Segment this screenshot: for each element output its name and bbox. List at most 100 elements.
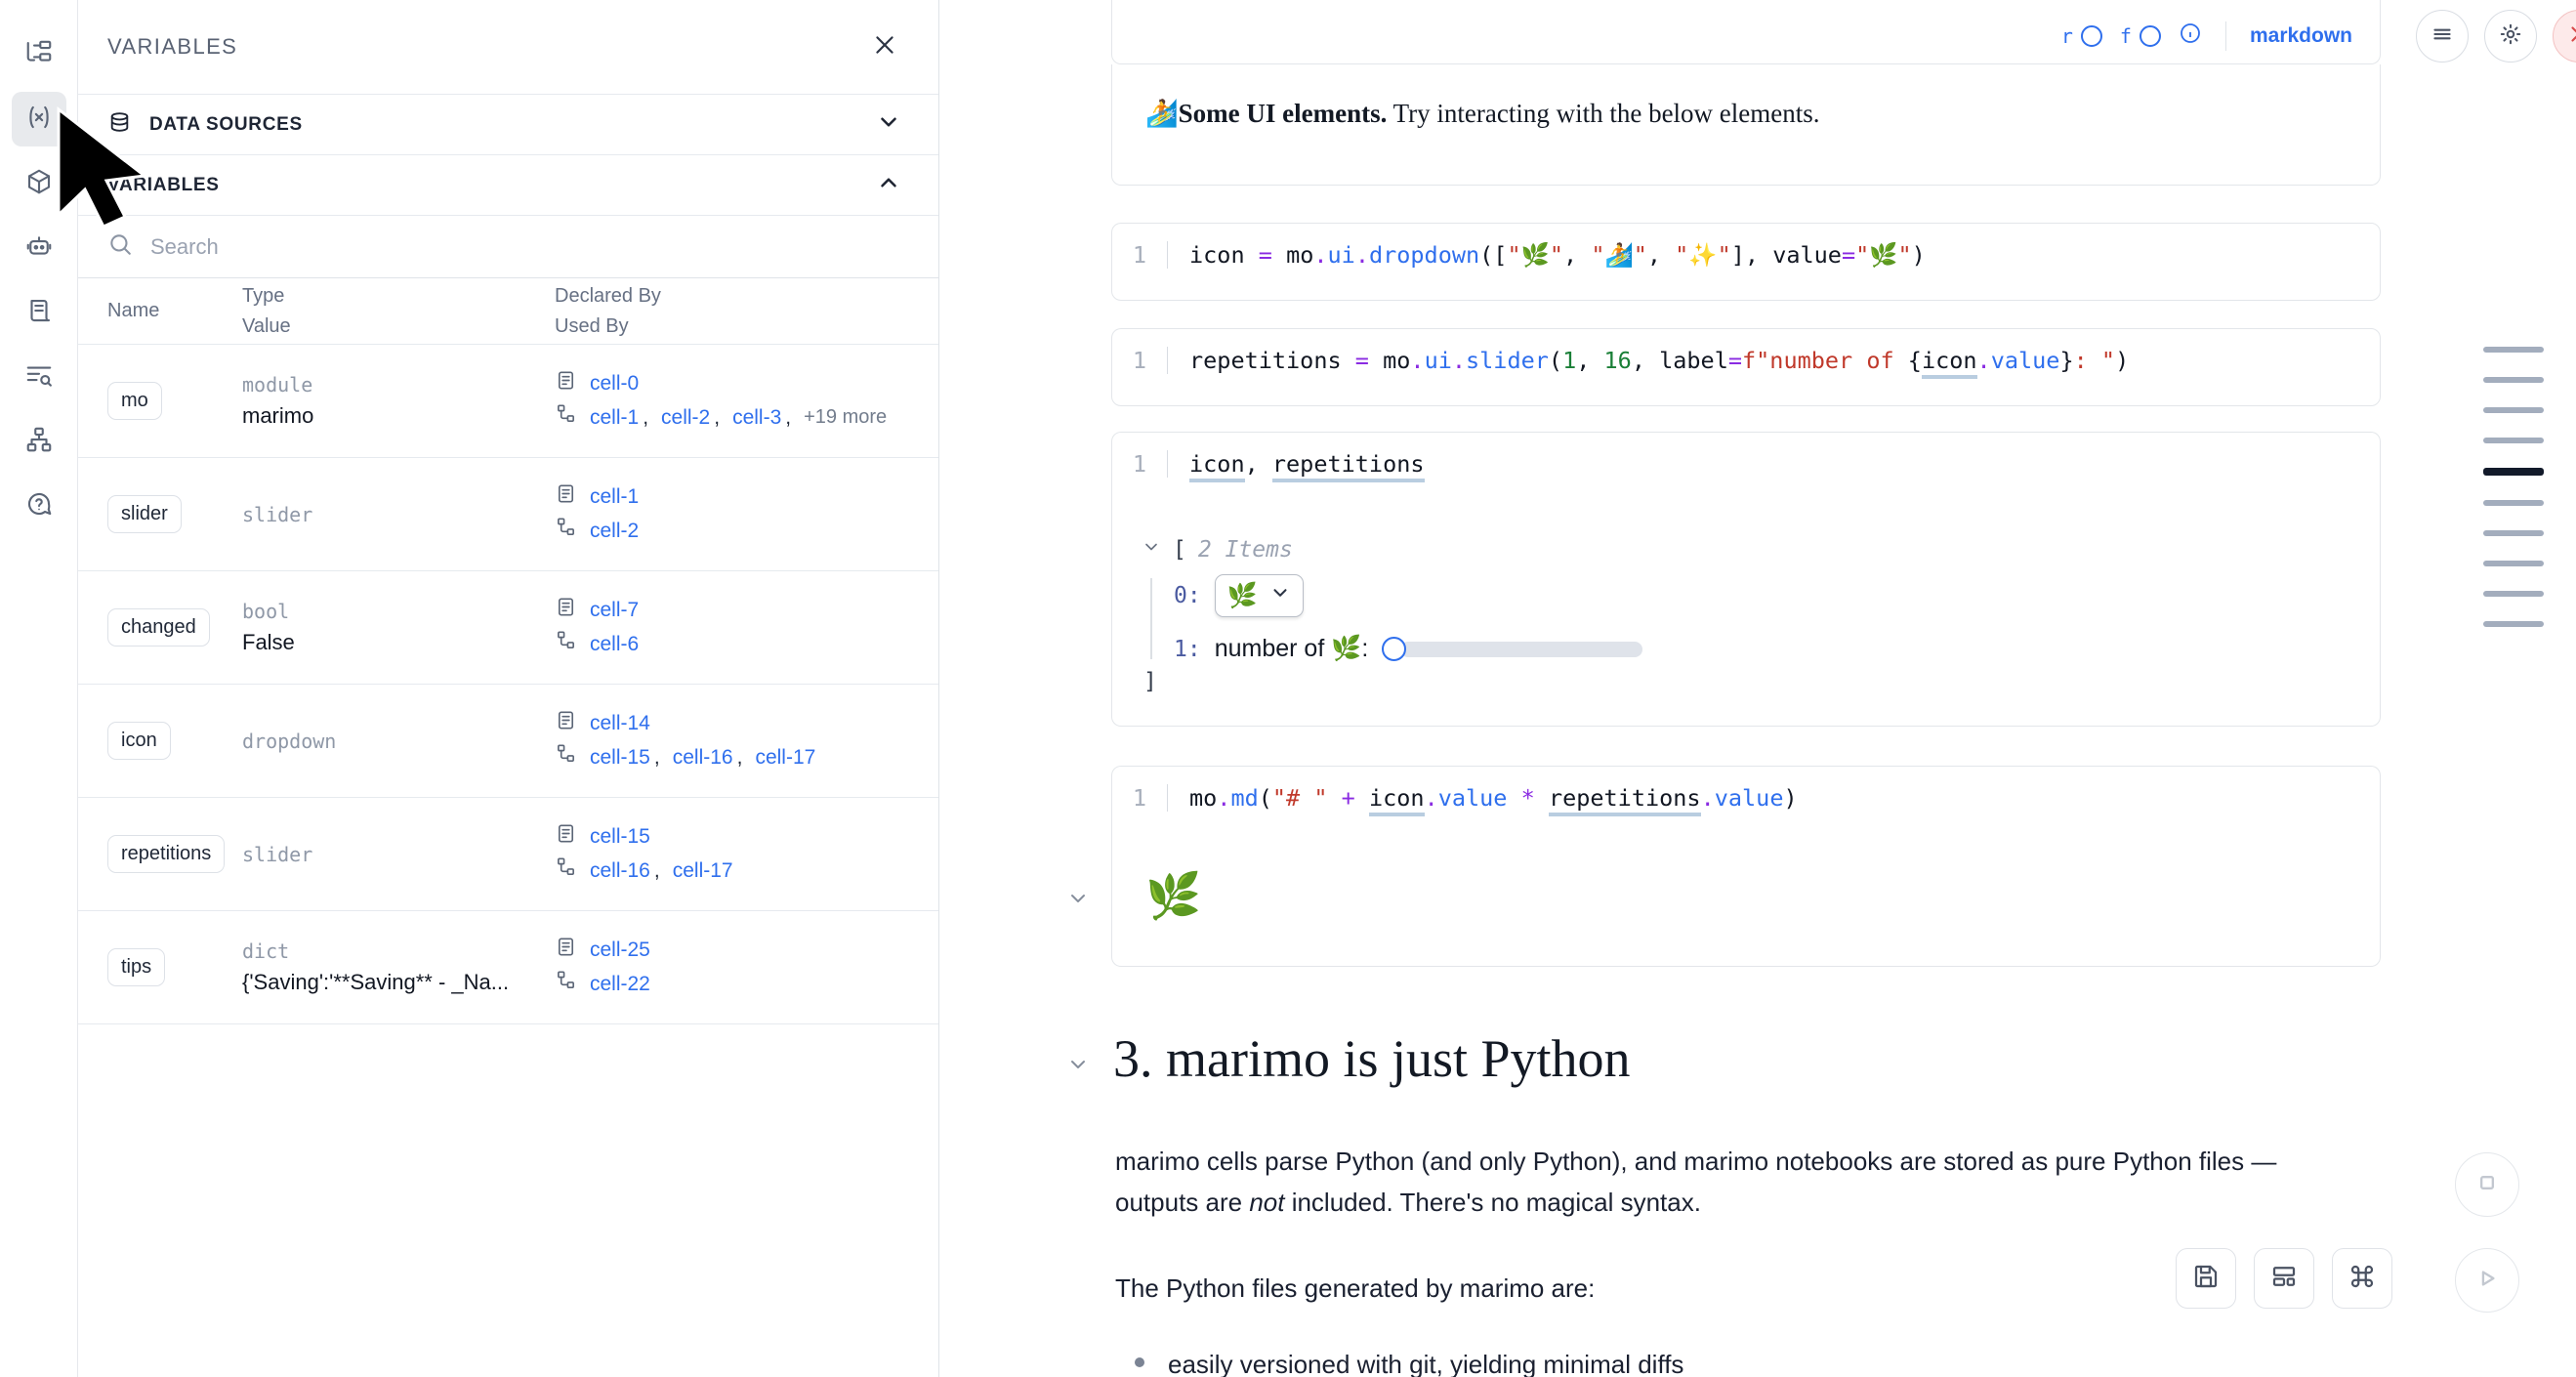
code-cell-dropdown[interactable]: 1 icon = mo.ui.dropdown(["🌿", "🏄", "✨"],…: [1111, 223, 2381, 301]
code-cell-tuple[interactable]: 1 icon, repetitions: [1111, 432, 2381, 510]
panel-header: VARIABLES: [78, 0, 938, 94]
variable-name-pill: repetitions: [107, 835, 226, 873]
separator: ,: [736, 745, 743, 769]
variable-value: False: [242, 630, 295, 654]
sidebar-item-logs[interactable]: [12, 285, 66, 340]
page-title: 3. marimo is just Python: [1113, 1029, 1631, 1088]
menu-icon: [2430, 21, 2455, 52]
minimap-mark[interactable]: [2483, 591, 2544, 597]
cell-link[interactable]: cell-1: [590, 405, 640, 429]
sidebar-item-variables[interactable]: [11, 92, 66, 146]
cell-link[interactable]: cell-15: [590, 745, 650, 769]
cell-language-label[interactable]: markdown: [2249, 23, 2352, 47]
slider-control[interactable]: [1382, 637, 1643, 661]
minimap-mark[interactable]: [2483, 561, 2544, 566]
command-palette-button[interactable]: [2332, 1248, 2392, 1309]
run-button[interactable]: [2455, 1248, 2519, 1313]
layout-button[interactable]: [2254, 1248, 2314, 1309]
format-shortcut-badge[interactable]: f: [2120, 24, 2161, 48]
save-button[interactable]: [2176, 1248, 2236, 1309]
section-variables[interactable]: VARIABLES: [78, 154, 938, 215]
entry-index: 0:: [1174, 583, 1201, 608]
cell-link[interactable]: cell-15: [590, 825, 650, 849]
chevron-down-icon: [876, 109, 901, 140]
dropdown-select[interactable]: 🌿: [1214, 574, 1304, 617]
delete-cell-button[interactable]: [2553, 10, 2576, 63]
markdown-output: 🏄Some UI elements. Try interacting with …: [1111, 64, 2381, 186]
cell-link[interactable]: cell-1: [590, 485, 640, 509]
slider-thumb[interactable]: [1382, 637, 1407, 661]
command-icon: [2347, 1262, 2377, 1296]
cell-link[interactable]: cell-3: [732, 405, 782, 429]
top-cell-code[interactable]: 1 """🏄 Some UI elements.""" Try interact…: [1111, 0, 2381, 8]
minimap-mark[interactable]: [2483, 621, 2544, 627]
minimap-mark-current[interactable]: [2483, 468, 2544, 476]
robot-icon: [24, 231, 54, 266]
used-by-line: cell-6: [555, 628, 921, 661]
chevron-down-icon: [1269, 582, 1291, 609]
collapse-section-3-button[interactable]: [1066, 1053, 1090, 1081]
info-button[interactable]: [2179, 21, 2202, 50]
declared-by-line: cell-1: [555, 480, 921, 514]
minimap-mark[interactable]: [2483, 530, 2544, 536]
minimap-mark[interactable]: [2483, 500, 2544, 506]
collapse-cell-md-button[interactable]: [1066, 887, 1090, 915]
code-cell-md[interactable]: 1 mo.md("# " + icon.value * repetitions.…: [1111, 766, 2381, 844]
slider-track[interactable]: [1400, 641, 1643, 657]
cell-icon: [555, 709, 577, 740]
sidebar-item-chat[interactable]: [12, 221, 66, 275]
gutter-bar: [1167, 241, 1168, 269]
gutter-bar: [1167, 784, 1168, 812]
cell-link[interactable]: cell-17: [672, 858, 733, 882]
variable-type: slider: [242, 502, 313, 526]
line-number: 1: [1132, 347, 1147, 374]
run-shortcut-badge[interactable]: r: [2061, 24, 2102, 48]
cell-link[interactable]: cell-16: [590, 858, 650, 882]
close-panel-button[interactable]: [868, 30, 901, 63]
toolbar-divider: [2224, 21, 2226, 51]
cell-link[interactable]: cell-14: [590, 712, 650, 735]
minimap-mark[interactable]: [2483, 407, 2544, 413]
cell-link[interactable]: cell-22: [590, 972, 650, 995]
cell-link[interactable]: cell-25: [590, 939, 650, 962]
cell-link[interactable]: cell-6: [590, 632, 640, 655]
cell-link[interactable]: cell-16: [672, 745, 733, 769]
column-header-used-by: Used By: [555, 314, 629, 337]
code-cell-slider[interactable]: 1 repetitions = mo.ui.slider(1, 16, labe…: [1111, 328, 2381, 406]
section-paragraph-1: marimo cells parse Python (and only Pyth…: [1115, 1141, 2316, 1223]
minimap-mark[interactable]: [2483, 438, 2544, 443]
tuple-entry-0: 0: 🌿: [1174, 574, 2380, 617]
cell-link[interactable]: cell-2: [661, 405, 711, 429]
section-data-sources[interactable]: DATA SOURCES: [78, 94, 938, 154]
cell-link[interactable]: cell-17: [755, 745, 816, 769]
sidebar-item-file-explorer[interactable]: [12, 27, 66, 82]
cell-link[interactable]: cell-2: [590, 519, 640, 542]
search-input[interactable]: [150, 233, 909, 260]
cell-menu-button[interactable]: [2416, 10, 2469, 63]
used-by-more-label[interactable]: +19 more: [804, 406, 888, 429]
cell-toolbar: r f markdown: [1111, 8, 2381, 64]
list-item-label: easily versioned with git, yielding mini…: [1168, 1350, 1684, 1377]
cell-link[interactable]: cell-0: [590, 372, 640, 396]
cell-settings-button[interactable]: [2484, 10, 2537, 63]
sidebar-item-help[interactable]: [12, 479, 66, 533]
minimap-mark[interactable]: [2483, 347, 2544, 353]
sidebar-item-outline[interactable]: [12, 350, 66, 404]
sidebar-item-dependency-graph[interactable]: [12, 414, 66, 469]
minimap-scrollbar[interactable]: [2465, 347, 2562, 651]
dependency-icon: [555, 516, 577, 547]
dependency-icon: [555, 855, 577, 887]
sidebar-item-packages[interactable]: [12, 156, 66, 211]
stop-button[interactable]: [2455, 1152, 2519, 1217]
chevron-down-icon[interactable]: [1142, 537, 1161, 563]
cell-link[interactable]: cell-7: [590, 599, 640, 622]
minimap-mark[interactable]: [2483, 377, 2544, 383]
open-bracket: [: [1173, 537, 1186, 563]
